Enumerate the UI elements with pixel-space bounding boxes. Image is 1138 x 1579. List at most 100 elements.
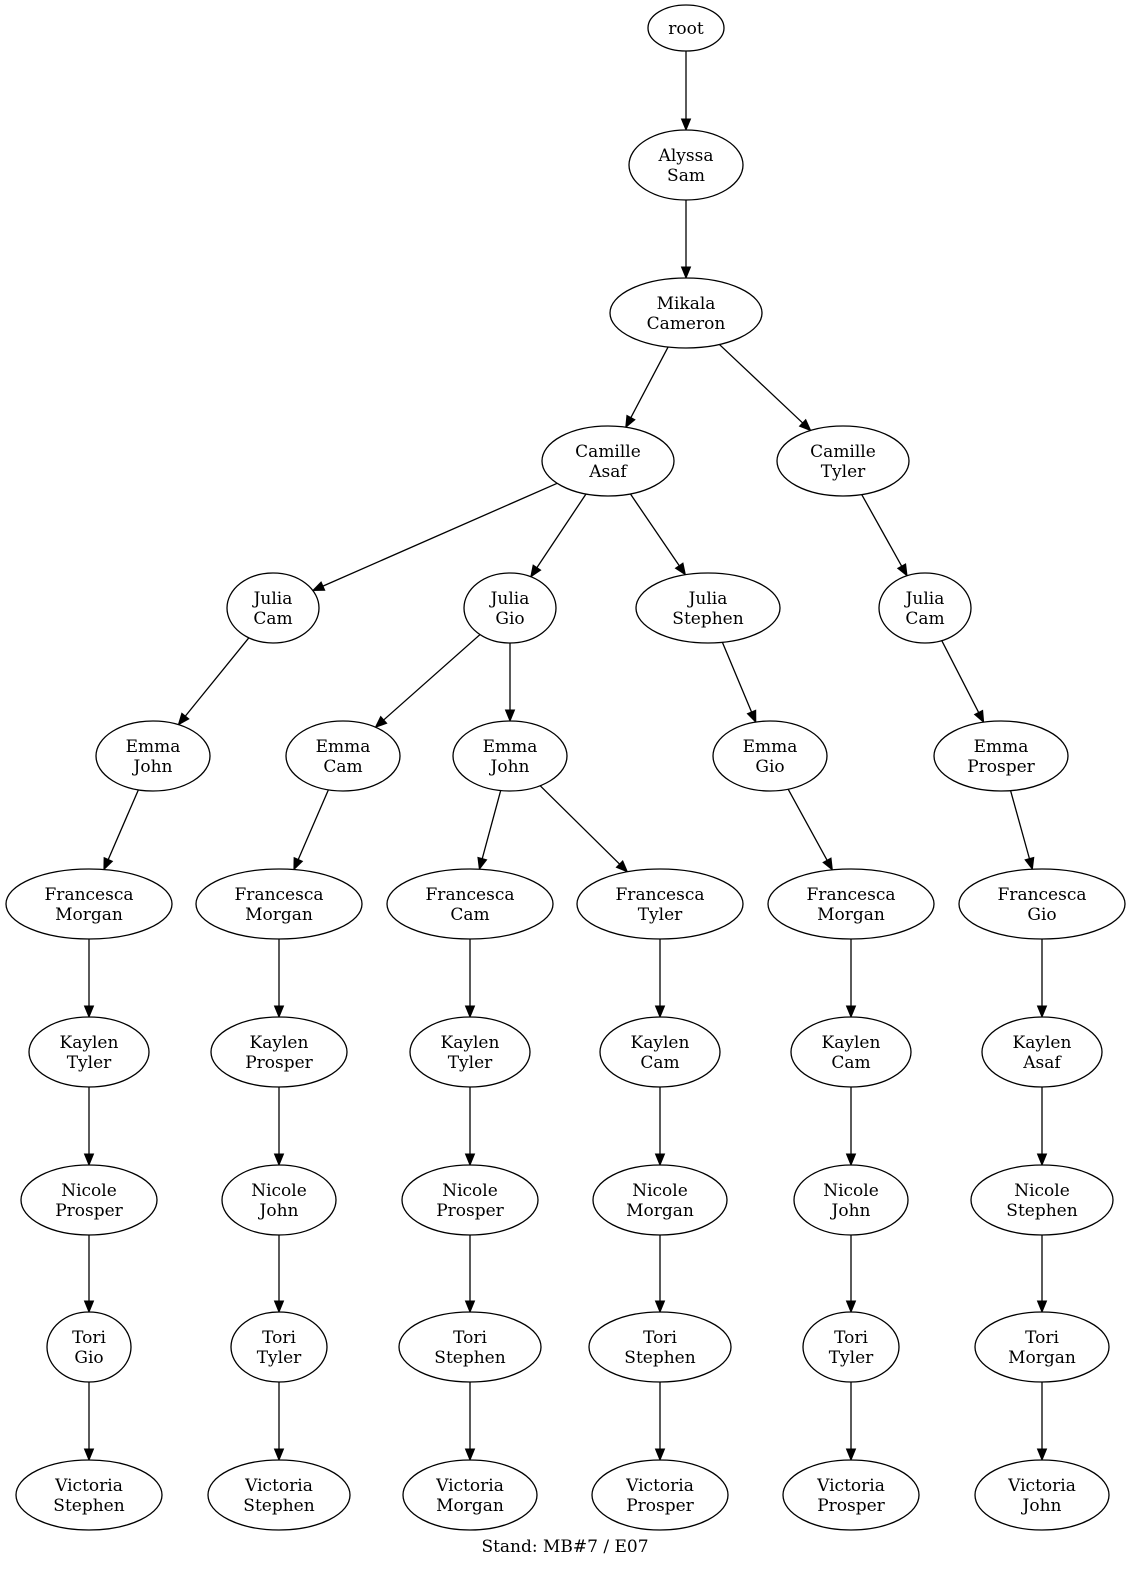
arrowhead-icon — [177, 712, 190, 726]
node-ellipse — [463, 572, 557, 644]
edge-line — [718, 343, 804, 424]
node-ellipse — [230, 1311, 328, 1383]
arrowhead-icon — [896, 563, 908, 577]
node-label-second: Tyler — [67, 1053, 112, 1073]
edge-emma-john-to-francesca-tyler — [539, 785, 629, 873]
node-ellipse — [974, 1311, 1110, 1383]
node-label-second: Prosper — [626, 1496, 694, 1516]
node-ellipse — [958, 868, 1126, 940]
node-ellipse — [5, 868, 173, 940]
node-ellipse — [15, 1459, 163, 1531]
arrowhead-icon — [311, 581, 326, 592]
node-ellipse — [402, 1459, 538, 1531]
edge-emma-john-to-francesca-cam — [477, 790, 502, 871]
node-ellipse — [210, 1016, 348, 1088]
arrowhead-icon — [464, 1448, 476, 1462]
arrowhead-icon — [845, 1153, 857, 1167]
node-ellipse — [195, 868, 363, 940]
node-label-first: Emma — [483, 737, 538, 757]
node-ellipse — [609, 277, 763, 349]
edge-tori-stephen-to-victoria-prosper — [654, 1382, 666, 1462]
node-label-second: Cam — [323, 757, 362, 777]
node-label-second: John — [1021, 1496, 1062, 1516]
node-label-first: Nicole — [251, 1181, 307, 1201]
edge-line — [787, 788, 828, 861]
edge-root-to-alyssa-sam — [680, 51, 692, 132]
arrowhead-icon — [504, 709, 516, 723]
edge-alyssa-sam-to-mikala-cameron — [680, 200, 692, 280]
node-ellipse — [221, 1164, 337, 1236]
node-ellipse — [647, 4, 725, 52]
arrowhead-icon — [1036, 1153, 1048, 1167]
edge-nicole-john-to-tori-tyler — [845, 1235, 857, 1314]
node-label-first: Kaylen — [441, 1033, 500, 1053]
arrowhead-icon — [83, 1448, 95, 1462]
edge-emma-gio-to-francesca-morgan — [787, 788, 833, 872]
arrowhead-icon — [293, 856, 304, 871]
edges-layer — [83, 51, 1048, 1462]
node-label-first: Victoria — [625, 1476, 694, 1496]
node-label-first: Julia — [687, 589, 728, 609]
node-label-second: Asaf — [1022, 1053, 1062, 1073]
node-label-second: Morgan — [817, 905, 885, 925]
node-label-second: Asaf — [588, 462, 628, 482]
node-label-first: Julia — [489, 589, 530, 609]
node-ellipse — [386, 868, 554, 940]
edge-camille-tyler-to-julia-cam — [861, 494, 908, 577]
node-label-second: Tyler — [829, 1348, 874, 1368]
node-ellipse — [635, 572, 781, 644]
node-ellipse — [790, 1016, 912, 1088]
node-label-first: Nicole — [823, 1181, 879, 1201]
node-label-first: Camille — [810, 442, 876, 462]
edge-nicole-stephen-to-tori-morgan — [1036, 1235, 1048, 1314]
arrowhead-icon — [464, 1300, 476, 1314]
node-label-first: Kaylen — [822, 1033, 881, 1053]
arrowhead-icon — [1036, 1448, 1048, 1462]
arrowhead-icon — [654, 1448, 666, 1462]
node-label-first: Alyssa — [658, 146, 714, 166]
edge-line — [721, 642, 753, 713]
edge-line — [629, 493, 680, 567]
arrowhead-icon — [1024, 856, 1035, 871]
arrowhead-icon — [477, 856, 488, 871]
node-label-second: Tyler — [821, 462, 866, 482]
node-ellipse — [767, 868, 935, 940]
node-label-second: Tyler — [638, 905, 683, 925]
node-label-second: Cam — [450, 905, 489, 925]
node-label-second: Morgan — [626, 1201, 694, 1221]
arrowhead-icon — [273, 1005, 285, 1019]
arrowhead-icon — [1036, 1005, 1048, 1019]
arrowhead-icon — [374, 715, 388, 729]
node-label-second: Stephen — [434, 1348, 505, 1368]
node-label-first: Francesca — [807, 885, 896, 905]
node-label-first: Nicole — [442, 1181, 498, 1201]
arrowhead-icon — [464, 1153, 476, 1167]
edge-line — [536, 493, 587, 568]
arrowhead-icon — [1036, 1300, 1048, 1314]
node-label-second: Prosper — [817, 1496, 885, 1516]
node-ellipse — [95, 720, 211, 792]
arrowhead-icon — [822, 857, 833, 872]
edge-kaylen-tyler-to-nicole-prosper — [83, 1087, 95, 1167]
node-label-second: Tyler — [448, 1053, 493, 1073]
node-label-second: Morgan — [55, 905, 123, 925]
node-ellipse — [802, 1311, 900, 1383]
edge-julia-stephen-to-emma-gio — [721, 642, 757, 724]
